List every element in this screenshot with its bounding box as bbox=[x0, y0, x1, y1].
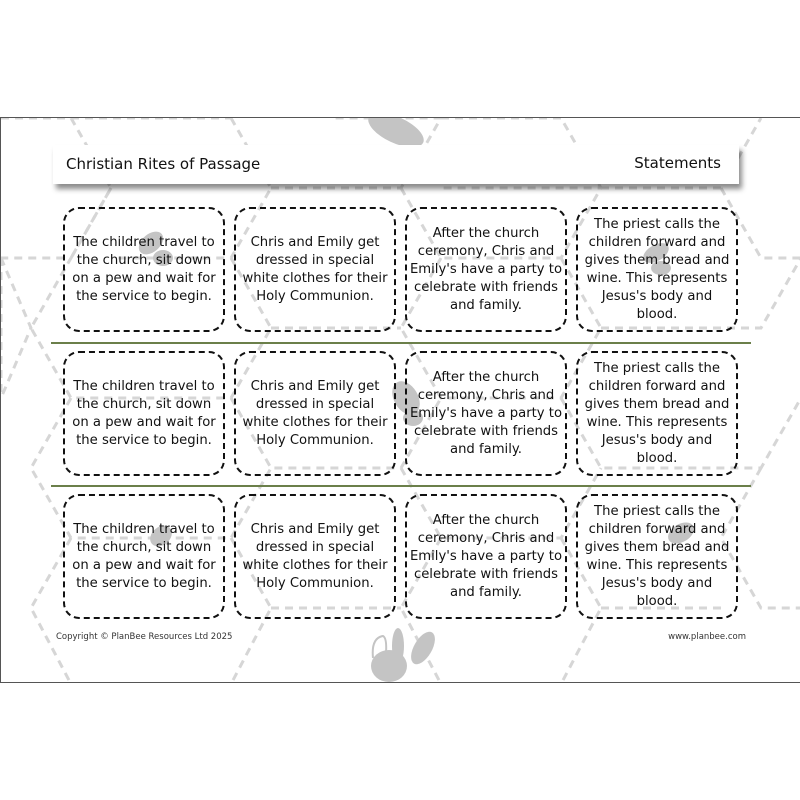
worksheet-header: Christian Rites of Passage Statements bbox=[53, 145, 739, 184]
statement-card: The children travel to the church, sit d… bbox=[63, 207, 225, 332]
card-row-3: The children travel to the church, sit d… bbox=[63, 494, 743, 619]
worksheet-page: Christian Rites of Passage Statements Th… bbox=[0, 117, 800, 683]
statement-card: The priest calls the children forward an… bbox=[576, 207, 738, 332]
card-row-1: The children travel to the church, sit d… bbox=[63, 207, 743, 332]
hexagon-watermark-background bbox=[1, 118, 800, 682]
card-row-2: The children travel to the church, sit d… bbox=[63, 351, 743, 476]
statement-card: The priest calls the children forward an… bbox=[576, 494, 738, 619]
statement-card: After the church ceremony, Chris and Emi… bbox=[405, 207, 567, 332]
statement-card: The priest calls the children forward an… bbox=[576, 351, 738, 476]
website-link[interactable]: www.planbee.com bbox=[668, 632, 746, 642]
cut-line-separator bbox=[51, 485, 751, 487]
cut-line-separator bbox=[51, 342, 751, 344]
statement-card: Chris and Emily get dressed in special w… bbox=[234, 207, 396, 332]
statement-card: After the church ceremony, Chris and Emi… bbox=[405, 351, 567, 476]
copyright-text: Copyright © PlanBee Resources Ltd 2025 bbox=[56, 632, 233, 642]
statement-card: The children travel to the church, sit d… bbox=[63, 494, 225, 619]
worksheet-title: Christian Rites of Passage bbox=[66, 155, 261, 173]
statement-card: After the church ceremony, Chris and Emi… bbox=[405, 494, 567, 619]
worksheet-subtitle: Statements bbox=[634, 154, 721, 172]
statement-card: Chris and Emily get dressed in special w… bbox=[234, 351, 396, 476]
statement-card: Chris and Emily get dressed in special w… bbox=[234, 494, 396, 619]
statement-card: The children travel to the church, sit d… bbox=[63, 351, 225, 476]
